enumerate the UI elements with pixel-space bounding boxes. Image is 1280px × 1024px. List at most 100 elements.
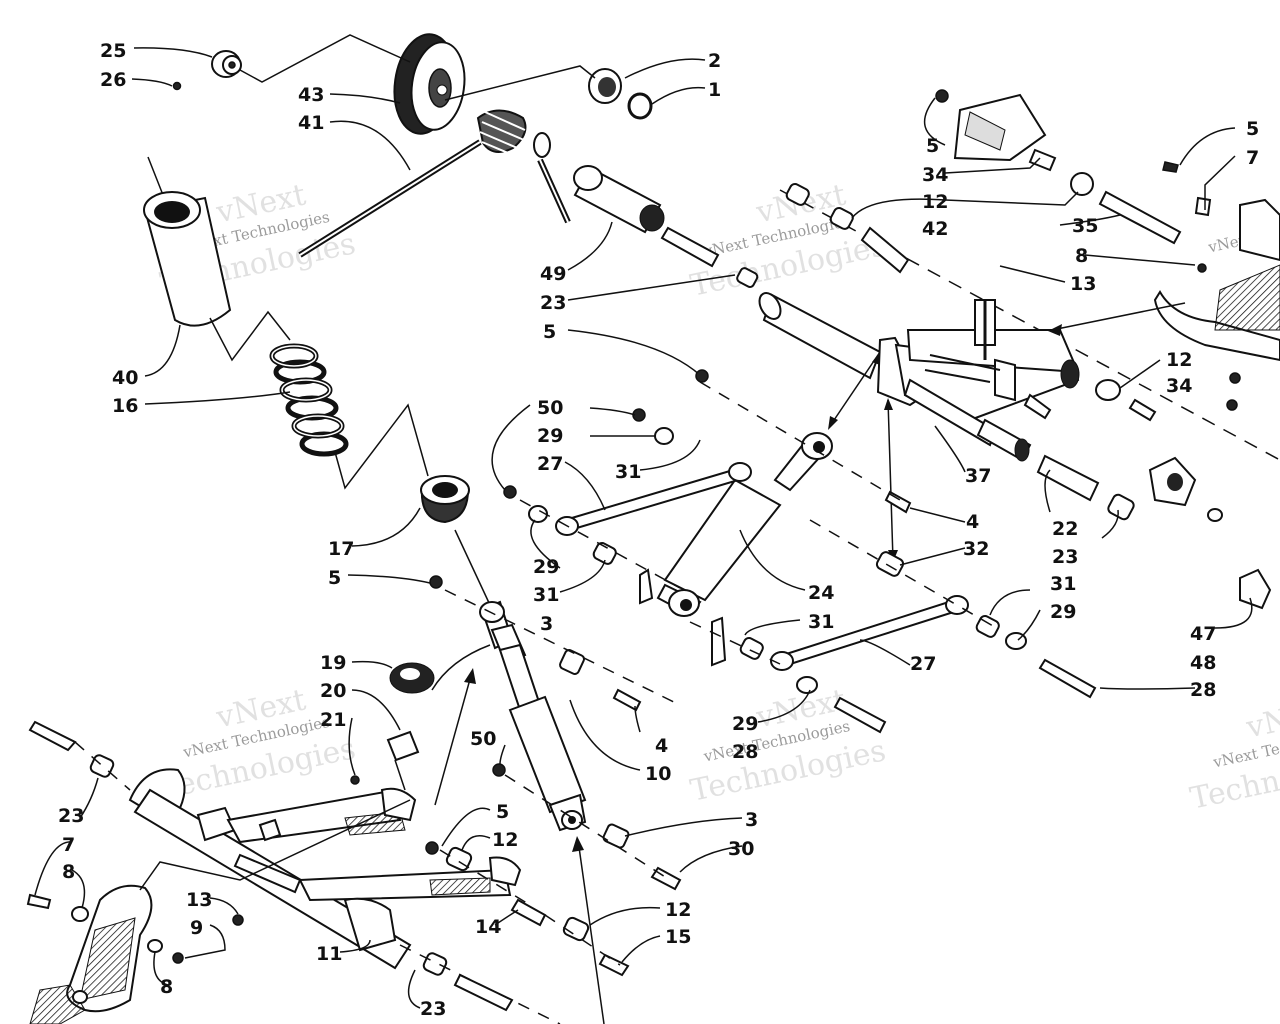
callout-label-41: 41	[298, 112, 324, 134]
callout-label-15: 15	[665, 926, 691, 948]
callout-label-20: 20	[320, 680, 346, 702]
pin-part	[453, 973, 514, 1012]
callout-label-31: 31	[533, 584, 559, 606]
washer-part	[796, 676, 818, 694]
lower-ski-bracket-part	[26, 884, 244, 1024]
callout-label-34: 34	[1166, 375, 1192, 397]
bushing-part	[422, 952, 448, 976]
pin-part	[510, 898, 547, 927]
callout-label-7: 7	[1246, 147, 1259, 169]
callout-label-9: 9	[190, 917, 203, 939]
washer-part	[654, 427, 674, 445]
watermark-brand: vNext	[1243, 693, 1280, 746]
callout-label-23: 23	[420, 998, 446, 1020]
callout-label-31: 31	[808, 611, 834, 633]
nut-part	[695, 369, 709, 383]
callout-label-12: 12	[922, 191, 948, 213]
bolt-part	[1038, 658, 1097, 699]
bolt-part	[833, 696, 887, 734]
callout-label-48: 48	[1190, 652, 1216, 674]
callout-label-1: 1	[708, 79, 721, 101]
bolt-part	[612, 688, 642, 712]
callout-label-10: 10	[645, 763, 671, 785]
bushing-part	[875, 551, 905, 577]
callout-label-31: 31	[615, 461, 641, 483]
callout-label-37: 37	[965, 465, 991, 487]
callout-label-3: 3	[540, 613, 553, 635]
side-plate-part	[1148, 456, 1272, 610]
front-shock-spring-assembly	[143, 156, 491, 606]
clip-part	[711, 616, 727, 667]
callout-label-19: 19	[320, 652, 346, 674]
callout-label-5: 5	[328, 567, 341, 589]
callout-label-50: 50	[537, 397, 563, 419]
watermark-6: vNext vNext Technologies Technologies	[1187, 693, 1280, 817]
cross-tube-part	[758, 292, 882, 380]
callout-label-40: 40	[112, 367, 138, 389]
callout-label-50: 50	[470, 728, 496, 750]
callout-label-12: 12	[1166, 349, 1192, 371]
callout-label-13: 13	[1070, 273, 1096, 295]
nut-part	[492, 763, 506, 777]
bushing-part	[975, 615, 1000, 638]
nut-part	[425, 841, 439, 855]
spacer-tube-part	[573, 165, 665, 234]
idler-wheel-part	[393, 33, 466, 135]
callout-label-43: 43	[298, 84, 324, 106]
rear-arm-casting-part	[876, 299, 1080, 447]
callout-label-23: 23	[58, 805, 84, 827]
callout-label-16: 16	[112, 395, 138, 417]
callout-label-8: 8	[62, 861, 75, 883]
bracket-part	[386, 730, 420, 762]
callout-label-4: 4	[655, 735, 668, 757]
callout-label-28: 28	[1190, 679, 1216, 701]
bushing-part	[562, 916, 590, 942]
bushing-part	[736, 267, 759, 288]
callout-label-28: 28	[732, 741, 758, 763]
ski-bracket-part	[1153, 161, 1280, 411]
clip-part	[639, 568, 654, 605]
shaft-end-part	[28, 720, 77, 752]
callout-label-5: 5	[496, 801, 509, 823]
collar-part	[211, 50, 242, 78]
callout-label-27: 27	[537, 453, 563, 475]
callout-label-29: 29	[537, 425, 563, 447]
callout-label-23: 23	[1052, 546, 1078, 568]
callout-label-11: 11	[316, 943, 342, 965]
lower-link-part	[770, 595, 969, 671]
callout-label-8: 8	[160, 976, 173, 998]
callout-label-14: 14	[475, 916, 501, 938]
set-screw-part	[172, 81, 182, 91]
callout-label-22: 22	[1052, 518, 1078, 540]
callout-label-35: 35	[1072, 215, 1098, 237]
shaft-part	[860, 226, 910, 274]
callout-label-31: 31	[1050, 573, 1076, 595]
bolt-part	[598, 953, 630, 977]
bushing-part	[829, 207, 854, 230]
watermark-4: vNext vNext Technologies Technologies	[687, 683, 888, 809]
callout-label-8: 8	[1075, 245, 1088, 267]
rear-shock-part	[656, 432, 833, 617]
idler-wheel-assembly	[131, 33, 706, 271]
cup-washer-part	[389, 662, 435, 694]
sleeve-part	[1036, 454, 1100, 502]
callout-label-5: 5	[926, 135, 939, 157]
callout-label-29: 29	[1050, 601, 1076, 623]
torsion-spring-part	[476, 109, 571, 224]
bolt-part	[1128, 398, 1157, 422]
pin-part	[660, 226, 720, 268]
bushing-part	[1095, 379, 1121, 401]
bolt-part	[884, 490, 912, 514]
nut-part	[429, 575, 443, 589]
nut-part	[350, 775, 360, 785]
callout-label-12: 12	[492, 829, 518, 851]
rear-shock-link-assembly	[491, 369, 1196, 734]
callout-label-5: 5	[1246, 118, 1259, 140]
callout-label-7: 7	[62, 834, 75, 856]
rear-arm-assembly	[567, 89, 1280, 629]
nut-part	[503, 485, 517, 499]
callout-label-4: 4	[966, 511, 979, 533]
callout-label-5: 5	[543, 321, 556, 343]
callout-label-32: 32	[963, 538, 989, 560]
